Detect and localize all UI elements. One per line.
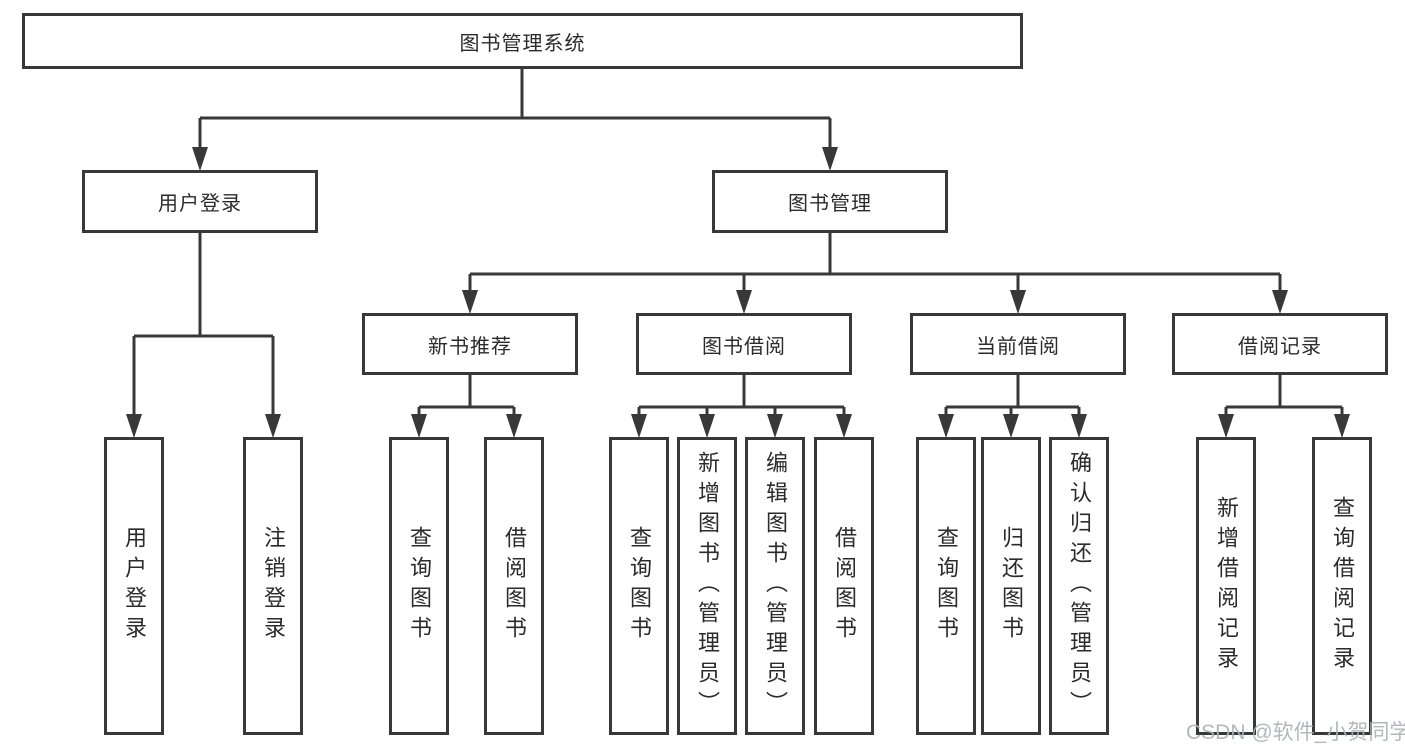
leaf-edit-book-admin: 编辑图书（管理员） [745, 437, 805, 735]
leaf-confirm-return-admin: 确认归还（管理员） [1049, 437, 1109, 735]
leaf-query-books-borrowing: 查询图书 [609, 437, 669, 735]
leaf-logout: 注销登录 [243, 437, 303, 735]
leaf-query-books-current: 查询图书 [916, 437, 976, 735]
leaf-borrow-books-recommend-label: 借阅图书 [502, 526, 527, 646]
leaf-borrow-books-recommend: 借阅图书 [484, 437, 544, 735]
tree-edges [132, 69, 1344, 415]
leaf-add-borrow-record: 新增借阅记录 [1196, 437, 1256, 735]
node-new-book-recommendation: 新书推荐 [362, 313, 578, 375]
leaf-borrow-books-borrowing-label: 借阅图书 [832, 526, 857, 646]
csdn-watermark: CSDN @软件_小贺同学 [1186, 721, 1405, 744]
leaf-query-books-recommend: 查询图书 [389, 437, 449, 735]
leaf-confirm-return-admin-label: 确认归还（管理员） [1067, 451, 1092, 721]
leaf-user-login-label: 用户登录 [122, 526, 147, 646]
leaf-logout-label: 注销登录 [261, 526, 286, 646]
leaf-add-book-admin: 新增图书（管理员） [677, 437, 737, 735]
leaf-user-login: 用户登录 [104, 437, 164, 735]
leaf-add-book-admin-label: 新增图书（管理员） [695, 451, 720, 721]
leaf-query-books-borrowing-label: 查询图书 [627, 526, 652, 646]
node-book-management: 图书管理 [712, 170, 948, 233]
leaf-return-books: 归还图书 [981, 437, 1041, 735]
arrowhead-icons [126, 147, 1350, 438]
node-user-login: 用户登录 [82, 170, 318, 233]
node-book-borrowing: 图书借阅 [636, 313, 852, 375]
leaf-query-books-recommend-label: 查询图书 [407, 526, 432, 646]
leaf-edit-book-admin-label: 编辑图书（管理员） [763, 451, 788, 721]
leaf-query-borrow-record: 查询借阅记录 [1312, 437, 1372, 735]
node-borrowing-records: 借阅记录 [1172, 313, 1388, 375]
node-current-borrowing: 当前借阅 [910, 313, 1126, 375]
node-library-management-system: 图书管理系统 [22, 13, 1023, 69]
leaf-query-books-current-label: 查询图书 [934, 526, 959, 646]
leaf-add-borrow-record-label: 新增借阅记录 [1214, 496, 1239, 676]
leaf-return-books-label: 归还图书 [999, 526, 1024, 646]
leaf-query-borrow-record-label: 查询借阅记录 [1330, 496, 1355, 676]
leaf-borrow-books-borrowing: 借阅图书 [814, 437, 874, 735]
